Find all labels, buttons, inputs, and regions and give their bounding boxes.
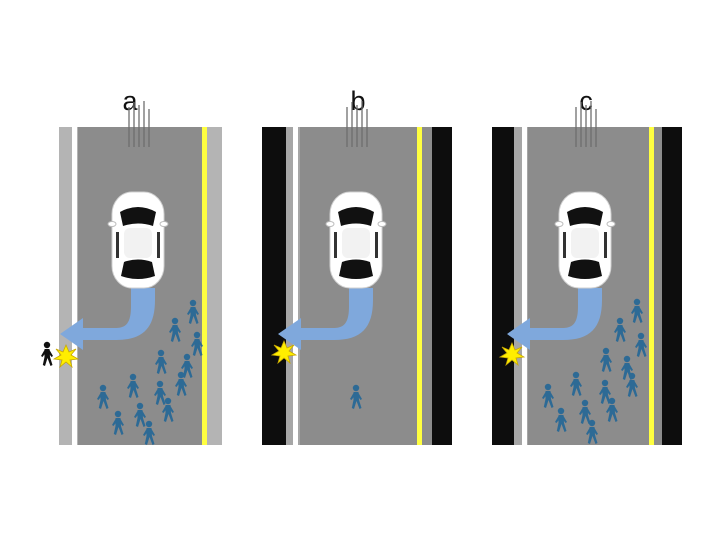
pedestrian-on-sidewalk xyxy=(41,341,53,366)
barrier-left xyxy=(492,127,514,445)
road-margin xyxy=(654,127,662,445)
edge-line xyxy=(72,127,77,445)
panel-label-c: c xyxy=(579,86,593,116)
scene-a xyxy=(41,100,222,445)
car xyxy=(107,191,169,289)
center-line xyxy=(649,127,654,445)
edge-line xyxy=(293,127,298,445)
car xyxy=(325,191,387,289)
car xyxy=(554,191,616,289)
center-line xyxy=(202,127,207,445)
edge-line xyxy=(522,127,527,445)
scene-c xyxy=(492,100,682,445)
scene-b xyxy=(262,100,452,445)
center-line xyxy=(417,127,422,445)
barrier-right xyxy=(662,127,682,445)
road-margin xyxy=(422,127,432,445)
barrier-right xyxy=(432,127,452,445)
barrier-left xyxy=(262,127,286,445)
